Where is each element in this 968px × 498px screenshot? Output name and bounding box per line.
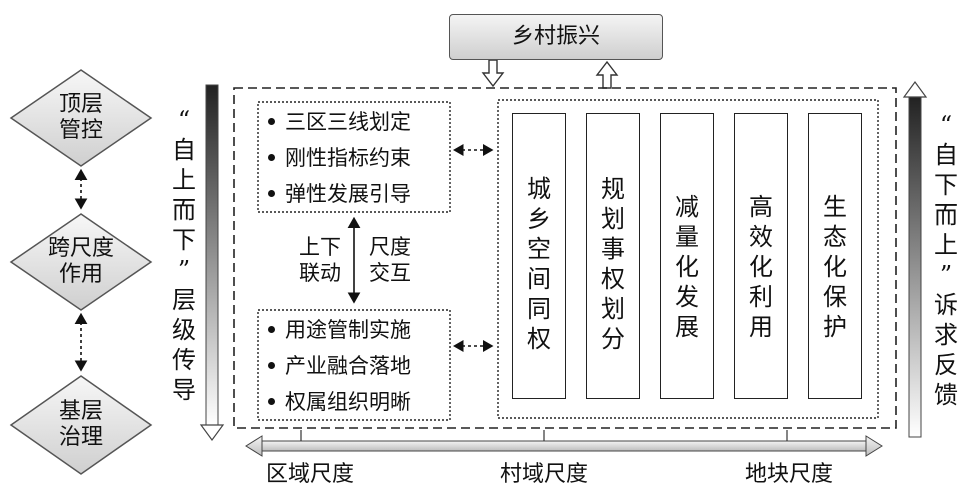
bottom-up-feedback-text: “ 自 下 而 上 ” 诉 求 反 馈 <box>934 111 958 409</box>
scale-label-plot: 地块尺度 <box>745 462 834 487</box>
diamond-bottom <box>9 375 153 475</box>
scale-label-regional: 区域尺度 <box>266 462 355 487</box>
lower-governance-box: 用途管制实施 产业融合落地 权属组织明晰 <box>262 312 411 420</box>
scale-interaction-label: 尺度 交互 <box>369 235 411 285</box>
bullet-icon <box>268 398 275 405</box>
list-item: 弹性发展引导 <box>262 176 411 212</box>
bullet-icon <box>268 154 275 161</box>
list-item: 用途管制实施 <box>262 312 411 348</box>
list-item: 三区三线划定 <box>262 104 411 140</box>
rural-revitalization-box: 乡村振兴 <box>449 14 663 60</box>
diamond-middle <box>9 213 153 311</box>
bullet-icon <box>268 362 275 369</box>
bullet-icon <box>268 190 275 197</box>
diamond-top <box>9 69 153 167</box>
list-item: 产业融合落地 <box>262 348 411 384</box>
column-reduction-development: 减量化发展 <box>660 113 714 399</box>
list-item: 刚性指标约束 <box>262 140 411 176</box>
bullet-icon <box>268 118 275 125</box>
level-top-label: 顶层 管控 <box>58 92 103 143</box>
linkage-label: 上下 联动 <box>299 235 341 285</box>
bullet-icon <box>268 326 275 333</box>
list-item: 权属组织明晰 <box>262 384 411 420</box>
column-equal-rights: 城乡空间同权 <box>512 113 566 399</box>
scale-label-village: 村域尺度 <box>500 462 589 487</box>
upper-control-box: 三区三线划定 刚性指标约束 弹性发展引导 <box>262 104 411 212</box>
column-efficient-use: 高效化利用 <box>734 113 788 399</box>
column-planning-authority: 规划事权划分 <box>586 113 640 399</box>
level-middle-label: 跨尺度 作用 <box>47 236 114 287</box>
level-bottom-label: 基层 治理 <box>58 399 103 450</box>
rural-revitalization-label: 乡村振兴 <box>511 24 600 49</box>
top-down-transmission-text: “ 自 上 而 下 ” 层 级 传 导 <box>172 106 196 404</box>
column-ecological-protection: 生态化保护 <box>808 113 862 399</box>
